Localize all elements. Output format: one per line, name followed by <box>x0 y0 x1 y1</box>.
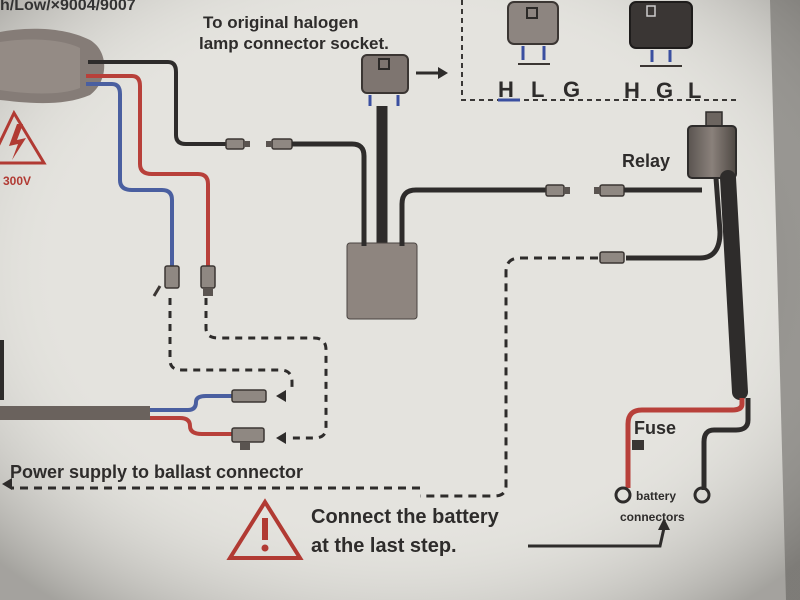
fuse-label: Fuse <box>634 418 676 438</box>
halogen-socket-connector <box>361 54 409 106</box>
halogen-socket-label-line1: To original halogen <box>203 13 359 32</box>
fuse-component <box>632 440 644 450</box>
dashed-relay-to-power <box>420 256 598 498</box>
inline-connector-relay-lower <box>599 251 625 264</box>
halogen-socket-label-line2: lamp connector socket. <box>199 34 389 53</box>
inline-connector-blue <box>152 265 180 297</box>
arrow-head-power <box>2 478 12 490</box>
warning-triangle-icon <box>226 498 304 560</box>
connector-pin-h-2: H <box>624 78 640 103</box>
connector-illustration-hlg <box>507 1 559 65</box>
wire-blue-lower <box>150 394 232 412</box>
lower-connector-red <box>231 427 265 450</box>
hid-bulb <box>0 28 105 104</box>
warning-text-line1: Connect the battery <box>311 506 500 528</box>
relay-cable <box>720 170 748 400</box>
voltage-label: 300V <box>3 174 31 188</box>
lower-connector-blue <box>231 389 267 403</box>
wire-battery-red <box>625 398 745 488</box>
connector-right-label: 9007 <box>648 0 679 1</box>
dashed-blue-route <box>168 298 294 392</box>
relay-component <box>687 111 737 179</box>
arrow-to-battery <box>528 527 666 548</box>
connector-pin-h-1: H <box>498 77 514 102</box>
wire-red-lower <box>150 416 232 436</box>
inline-connector-relay-upper <box>545 184 625 197</box>
ballast-box <box>346 242 418 320</box>
arrow-head-battery <box>658 518 670 530</box>
arrow-head-red <box>276 432 286 444</box>
arrow-head-illustration <box>438 67 448 79</box>
wire-bulb-red <box>86 74 210 270</box>
wire-bulb-to-connector <box>88 60 228 146</box>
warning-text-line2: at the last step. <box>311 535 457 557</box>
connector-pin-g-2: G <box>656 78 673 103</box>
battery-label-line1: battery <box>636 489 676 503</box>
connector-pin-g-1: G <box>563 77 580 102</box>
battery-terminal-positive <box>614 486 632 504</box>
header-partial-text: h/Low/×9004/9007 <box>0 0 136 14</box>
power-supply-label: Power supply to ballast connector <box>10 462 303 482</box>
connector-illustration-hgl <box>629 1 693 67</box>
connector-pin-l-1: L <box>531 77 544 102</box>
connector-illustration-box <box>461 0 740 101</box>
wire-battery-black <box>701 398 751 490</box>
arrow-head-blue <box>276 390 286 402</box>
battery-terminal-negative <box>693 486 711 504</box>
connector-pin-l-2: L <box>688 78 701 103</box>
wire-ballast-to-relay <box>399 187 548 246</box>
relay-cable-inner <box>626 177 723 261</box>
dashed-red-route <box>204 298 328 440</box>
wire-bulb-blue <box>86 82 174 268</box>
wire-connector-to-ballast-top <box>292 141 367 246</box>
inline-connector-red <box>200 265 216 296</box>
relay-label: Relay <box>622 151 670 171</box>
inline-connector-upper-left <box>225 138 293 150</box>
battery-label-line2: connectors <box>620 510 685 524</box>
high-voltage-warning-icon <box>0 109 47 165</box>
